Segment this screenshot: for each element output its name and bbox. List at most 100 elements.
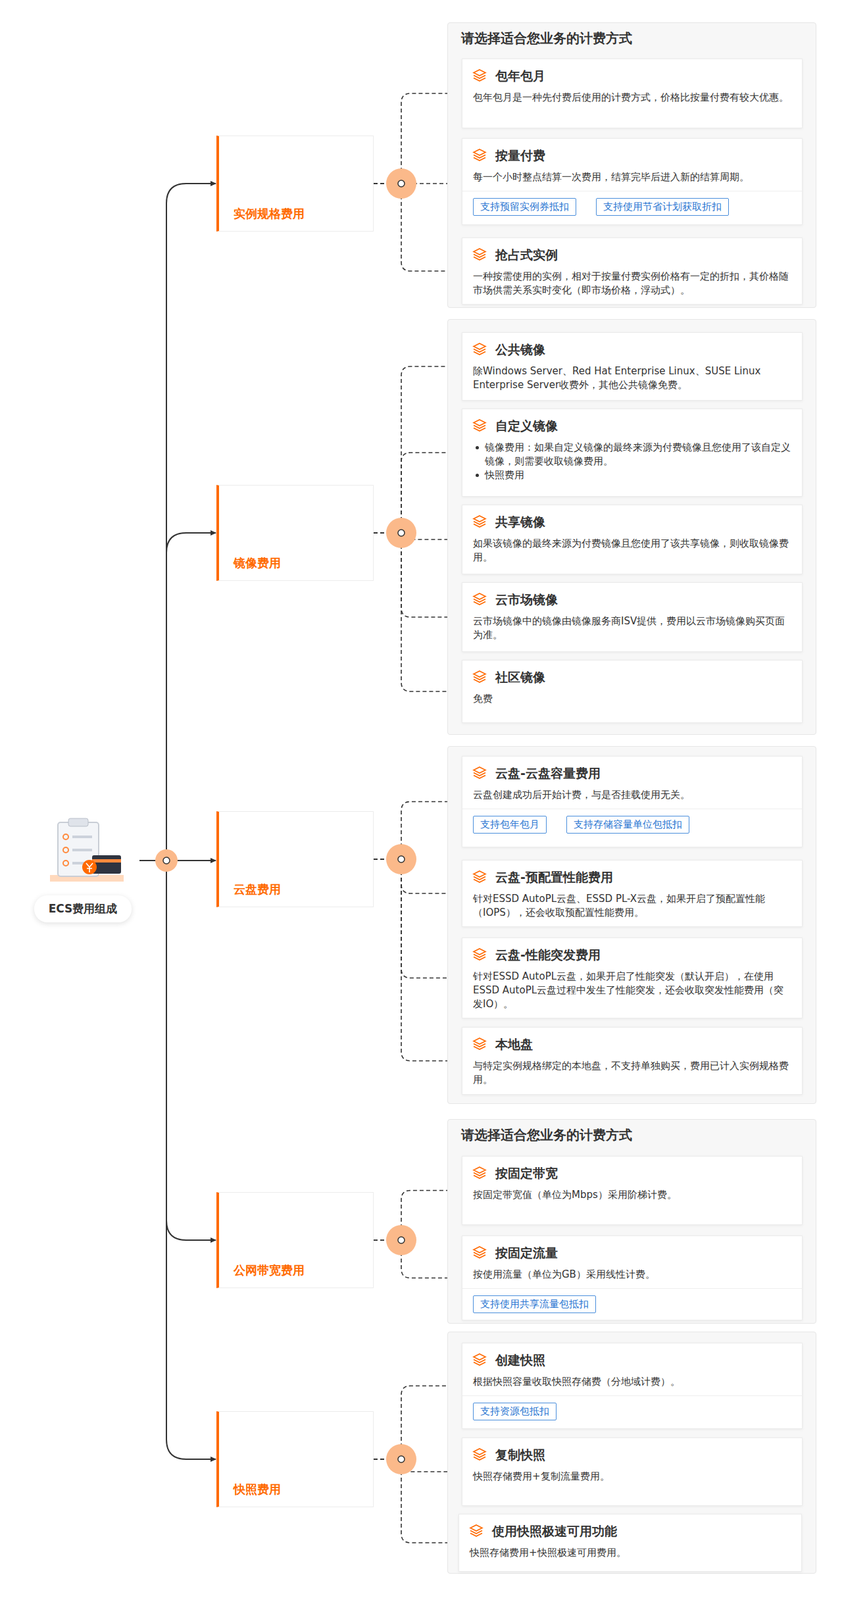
item-card: 包年包月包年包月是一种先付费后使用的计费方式，价格比按量付费有较大优惠。 — [461, 58, 803, 129]
category-label: 云盘费用 — [233, 881, 367, 898]
tag-row: 支持预留实例券抵扣 支持使用节省计划获取折扣 — [462, 190, 802, 216]
item-card: 按量付费每一个小时整点结算一次费用，结算完毕后进入新的结算周期。支持预留实例券抵… — [461, 138, 803, 225]
layer-icon — [472, 947, 487, 962]
tag-label: 支持使用共享流量包抵扣 — [480, 1297, 589, 1311]
card-body: 快照存储费用+快照极速可用费用。 — [469, 1545, 791, 1560]
tag-row: 支持包年包月 支持存储容量单位包抵扣 — [462, 808, 802, 834]
category-box: 云盘费用 — [216, 811, 374, 908]
tag-label: 支持包年包月 — [480, 818, 540, 831]
card-body: 免费 — [472, 692, 792, 706]
dashed-connector — [373, 1459, 458, 1543]
root-illustration — [49, 818, 124, 882]
card-heading: 包年包月 — [472, 67, 792, 85]
feature-tag: 支持存储容量单位包抵扣 — [566, 815, 690, 834]
card-body: 快照存储费用+复制流量费用。 — [472, 1469, 792, 1484]
card-body: 除Windows Server、Red Hat Enterprise Linux… — [472, 364, 792, 393]
option-panel: 公共镜像除Windows Server、Red Hat Enterprise L… — [447, 319, 817, 735]
item-card: 云盘-性能突发费用针对ESSD AutoPL云盘，如果开启了性能突发（默认开启）… — [461, 937, 803, 1019]
card-heading: 按量付费 — [472, 146, 792, 164]
tag-label: 支持存储容量单位包抵扣 — [573, 818, 683, 831]
card-heading: 云盘-性能突发费用 — [472, 945, 792, 964]
tag-label: 支持预留实例券抵扣 — [480, 200, 570, 214]
category-box: 快照费用 — [216, 1411, 374, 1508]
layer-icon — [472, 765, 487, 781]
item-card: 公共镜像除Windows Server、Red Hat Enterprise L… — [461, 332, 803, 401]
trunk-connector — [139, 183, 216, 861]
layer-icon — [472, 247, 487, 262]
card-heading: 本地盘 — [472, 1035, 792, 1053]
card-body: 每一个小时整点结算一次费用，结算完毕后进入新的结算周期。 — [472, 170, 792, 185]
layer-icon — [472, 592, 487, 607]
card-heading: 公共镜像 — [472, 340, 792, 358]
option-panel: 云盘-云盘容量费用云盘创建成功后开始计费，与是否挂载使用无关。支持包年包月 支持存… — [447, 745, 817, 1104]
category-label: 实例规格费用 — [233, 205, 367, 222]
card-body: 针对ESSD AutoPL云盘，如果开启了性能突发（默认开启），在使用ESSD … — [472, 969, 792, 1012]
category-label: 镜像费用 — [233, 555, 367, 571]
item-card: 按固定流量按使用流量（单位为GB）采用线性计费。支持使用共享流量包抵扣 — [461, 1235, 803, 1321]
option-panel: 创建快照根据快照容量收取快照存储费（分地域计费）。支持资源包抵扣复制快照快照存储… — [447, 1331, 817, 1574]
item-card: 创建快照根据快照容量收取快照存储费（分地域计费）。支持资源包抵扣 — [461, 1342, 803, 1429]
item-card: 共享镜像如果该镜像的最终来源为付费镜像且您使用了该共享镜像，则收取镜像费用。 — [461, 504, 803, 575]
layer-icon — [472, 418, 487, 433]
card-body: 包年包月是一种先付费后使用的计费方式，价格比按量付费有较大优惠。 — [472, 90, 792, 105]
card-heading: 抢占式实例 — [472, 246, 792, 264]
item-card: 使用快照极速可用功能快照存储费用+快照极速可用费用。 — [458, 1513, 802, 1572]
layer-icon — [469, 1523, 484, 1538]
trunk-connector — [139, 860, 216, 1460]
layer-icon — [472, 1245, 487, 1260]
layer-icon — [472, 1165, 487, 1181]
option-panel: 请选择适合您业务的计费方式按固定带宽按固定带宽值（单位为Mbps）采用阶梯计费。… — [447, 1118, 817, 1324]
category-label: 公网带宽费用 — [233, 1262, 367, 1279]
card-heading: 社区镜像 — [472, 668, 792, 686]
card-heading: 按固定流量 — [472, 1243, 792, 1262]
card-heading: 云盘-预配置性能费用 — [472, 868, 792, 886]
card-body: 如果该镜像的最终来源为付费镜像且您使用了该共享镜像，则收取镜像费用。 — [472, 536, 792, 565]
card-body: 按固定带宽值（单位为Mbps）采用阶梯计费。 — [472, 1188, 792, 1202]
category-box: 公网带宽费用 — [216, 1191, 374, 1288]
option-panel: 请选择适合您业务的计费方式包年包月包年包月是一种先付费后使用的计费方式，价格比按… — [447, 22, 817, 308]
panel-heading: 请选择适合您业务的计费方式 — [447, 23, 816, 48]
item-card: 按固定带宽按固定带宽值（单位为Mbps）采用阶梯计费。 — [461, 1155, 803, 1225]
category-box: 实例规格费用 — [216, 135, 374, 232]
card-heading: 按固定带宽 — [472, 1164, 792, 1182]
layer-icon — [472, 869, 487, 885]
tag-row: 支持资源包抵扣 — [462, 1395, 802, 1421]
card-body: 针对ESSD AutoPL云盘、ESSD PL-X云盘，如果开启了预配置性能（I… — [472, 891, 792, 920]
trunk-connector — [139, 860, 216, 1240]
item-card: 云盘-预配置性能费用针对ESSD AutoPL云盘、ESSD PL-X云盘，如果… — [461, 859, 803, 927]
feature-tag: 支持预留实例券抵扣 — [472, 198, 577, 216]
card-body: 根据快照容量收取快照存储费（分地域计费）。 — [472, 1374, 792, 1389]
card-body: 快照费用 — [472, 468, 792, 483]
card-body: 一种按需使用的实例，相对于按量付费实例价格有一定的折扣，其价格随市场供需关系实时… — [472, 269, 792, 298]
tag-row: 支持使用共享流量包抵扣 — [462, 1287, 802, 1313]
layer-icon — [472, 148, 487, 163]
tag-label: 支持资源包抵扣 — [480, 1405, 550, 1418]
card-heading: 复制快照 — [472, 1445, 792, 1463]
item-card: 云盘-云盘容量费用云盘创建成功后开始计费，与是否挂载使用无关。支持包年包月 支持存… — [461, 755, 803, 848]
item-card: 云市场镜像云市场镜像中的镜像由镜像服务商ISV提供，费用以云市场镜像购买页面为准… — [461, 582, 803, 652]
item-card: 社区镜像免费 — [461, 659, 803, 723]
card-body: 按使用流量（单位为GB）采用线性计费。 — [472, 1267, 792, 1282]
card-heading: 创建快照 — [472, 1351, 792, 1369]
root-node: ECS费用组成 — [26, 798, 140, 923]
card-body: 与特定实例规格绑定的本地盘，不支持单独购买，费用已计入实例规格费用。 — [472, 1059, 792, 1087]
card-heading: 共享镜像 — [472, 513, 792, 531]
category-label: 快照费用 — [233, 1481, 367, 1498]
feature-tag: 支持使用共享流量包抵扣 — [472, 1295, 596, 1313]
feature-tag: 支持包年包月 — [472, 815, 547, 834]
card-body: 云盘创建成功后开始计费，与是否挂载使用无关。 — [472, 788, 792, 802]
item-card: 抢占式实例一种按需使用的实例，相对于按量付费实例价格有一定的折扣，其价格随市场供… — [461, 237, 803, 305]
card-heading: 自定义镜像 — [472, 417, 792, 435]
layer-icon — [472, 514, 487, 529]
panel-heading: 请选择适合您业务的计费方式 — [447, 1119, 816, 1144]
trunk-connector — [139, 532, 216, 861]
item-card: 自定义镜像镜像费用：如果自定义镜像的最终来源为付费镜像且您使用了该自定义镜像，则… — [461, 408, 803, 497]
layer-icon — [472, 1447, 487, 1462]
feature-tag: 支持资源包抵扣 — [472, 1402, 557, 1421]
card-body: 镜像费用：如果自定义镜像的最终来源为付费镜像且您使用了该自定义镜像，则需要收取镜… — [472, 440, 792, 469]
category-box: 镜像费用 — [216, 484, 374, 581]
card-body: 云市场镜像中的镜像由镜像服务商ISV提供，费用以云市场镜像购买页面为准。 — [472, 614, 792, 643]
card-heading: 云盘-云盘容量费用 — [472, 764, 792, 782]
layer-icon — [472, 1352, 487, 1367]
feature-tag: 支持使用节省计划获取折扣 — [595, 198, 729, 216]
